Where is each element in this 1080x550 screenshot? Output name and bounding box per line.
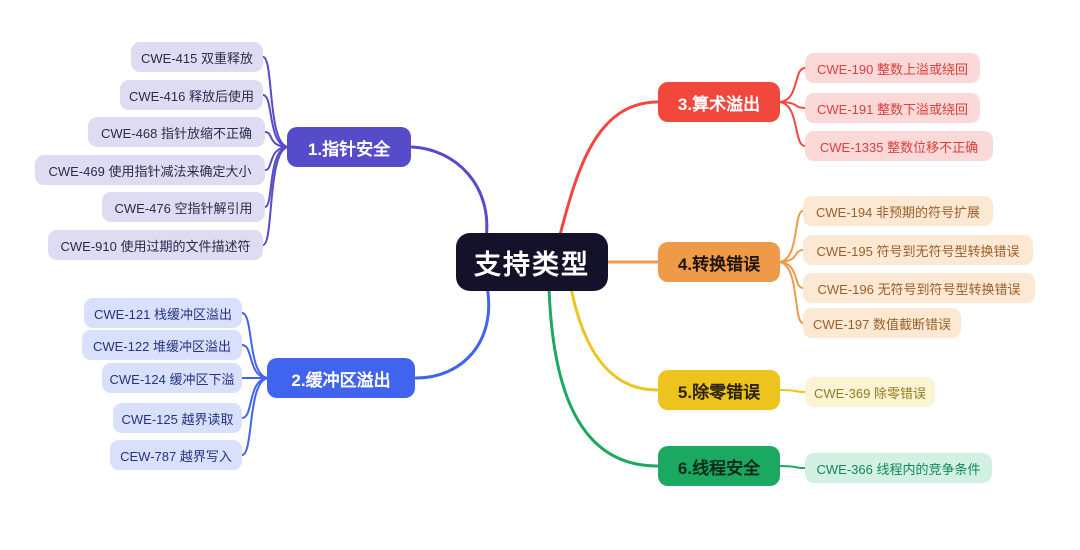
leaf-node[interactable]: CWE-366 线程内的竞争条件 — [805, 453, 992, 483]
leaf-node[interactable]: CWE-191 整数下溢或绕回 — [805, 93, 980, 123]
leaf-connector — [777, 67, 806, 103]
leaf-connector — [777, 389, 806, 393]
leaf-node[interactable]: CWE-124 缓冲区下溢 — [102, 363, 242, 393]
central-topic-node[interactable]: 支持类型 — [456, 233, 608, 291]
leaf-node[interactable]: CWE-476 空指针解引用 — [102, 192, 265, 222]
branch-node-6[interactable]: 6.线程安全 — [658, 446, 780, 486]
leaf-connector — [777, 261, 804, 324]
leaf-node[interactable]: CWE-469 使用指针减法来确定大小 — [35, 155, 265, 185]
leaf-connector — [777, 101, 806, 147]
leaf-node[interactable]: CWE-369 除零错误 — [805, 377, 935, 407]
leaf-connector — [777, 465, 806, 469]
leaf-connector — [262, 56, 290, 148]
leaf-node[interactable]: CWE-125 越界读取 — [113, 403, 242, 433]
leaf-node[interactable]: CWE-416 释放后使用 — [120, 80, 263, 110]
leaf-node[interactable]: CWE-196 无符号到符号型转换错误 — [803, 273, 1035, 303]
branch-node-3[interactable]: 3.算术溢出 — [658, 82, 780, 122]
leaf-node[interactable]: CWE-468 指针放缩不正确 — [88, 117, 265, 147]
leaf-connector — [264, 146, 290, 208]
leaf-node[interactable]: CWE-910 使用过期的文件描述符 — [48, 230, 263, 260]
leaf-connector — [262, 94, 290, 148]
leaf-node[interactable]: CWE-122 堆缓冲区溢出 — [82, 330, 242, 360]
branch-connector — [547, 286, 659, 468]
leaf-connector — [262, 146, 290, 246]
leaf-node[interactable]: CEW-787 越界写入 — [110, 440, 242, 470]
branch-connector — [558, 100, 659, 237]
branch-connector — [569, 286, 659, 392]
leaf-node[interactable]: CWE-1335 整数位移不正确 — [805, 131, 993, 161]
branch-node-1[interactable]: 1.指针安全 — [287, 127, 411, 167]
leaf-node[interactable]: CWE-415 双重释放 — [131, 42, 263, 72]
branch-connector — [410, 145, 489, 241]
leaf-node[interactable]: CWE-194 非预期的符号扩展 — [803, 196, 993, 226]
branch-node-4[interactable]: 4.转换错误 — [658, 242, 780, 282]
branch-node-2[interactable]: 2.缓冲区溢出 — [267, 358, 415, 398]
leaf-node[interactable]: CWE-197 数值截断错误 — [803, 308, 961, 338]
leaf-connector — [777, 210, 804, 263]
leaf-node[interactable]: CWE-195 符号到无符号型转换错误 — [803, 235, 1033, 265]
branch-connector — [414, 284, 491, 380]
branch-node-5[interactable]: 5.除零错误 — [658, 370, 780, 410]
leaf-node[interactable]: CWE-121 栈缓冲区溢出 — [84, 298, 242, 328]
leaf-connector — [241, 377, 270, 456]
leaf-node[interactable]: CWE-190 整数上溢或绕回 — [805, 53, 980, 83]
